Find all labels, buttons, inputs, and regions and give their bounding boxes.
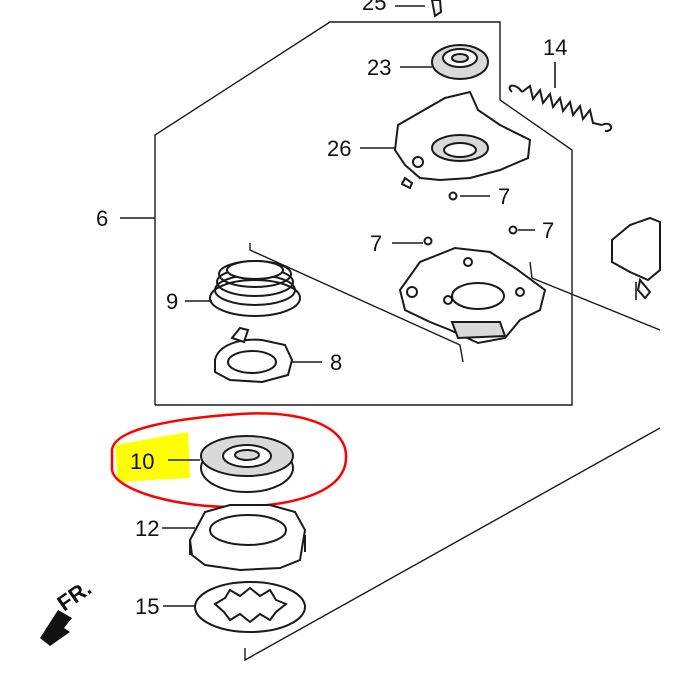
assembly-bracket-6 <box>154 21 573 406</box>
lower-bracket <box>244 427 661 662</box>
part-8-clip <box>214 326 294 384</box>
part-6-plate <box>398 246 547 345</box>
pin-7b <box>423 236 433 246</box>
part-25 <box>430 0 443 18</box>
right-edge-part <box>611 216 661 300</box>
part-10-seal <box>200 435 294 493</box>
pin-7a <box>448 191 458 201</box>
label-7a: 7 <box>498 184 510 209</box>
label-7c: 7 <box>542 218 554 243</box>
highlight-circle <box>110 412 348 509</box>
right-bracket <box>529 261 661 331</box>
label-23: 23 <box>367 55 391 80</box>
label-8: 8 <box>330 350 342 375</box>
label-25: 25 <box>362 0 386 15</box>
label-7b: 7 <box>370 231 382 256</box>
part-26-plate <box>393 90 532 190</box>
fr-label: FR. <box>53 575 96 616</box>
label-12: 12 <box>135 516 159 541</box>
part-15-washer <box>194 581 306 633</box>
part-23-bearing <box>431 44 489 80</box>
label-14: 14 <box>543 35 567 60</box>
label-9: 9 <box>166 289 178 314</box>
label-6: 6 <box>96 206 108 231</box>
part-14-spring <box>508 84 613 133</box>
highlight-marker <box>115 432 190 482</box>
part-9-spring <box>209 260 301 317</box>
front-direction-icon: FR. <box>40 575 96 646</box>
assembly-divider <box>249 243 464 363</box>
part-12-nut <box>188 504 307 572</box>
label-10: 10 <box>130 449 154 474</box>
label-26: 26 <box>327 136 351 161</box>
label-15: 15 <box>135 594 159 619</box>
pin-7c <box>508 225 518 235</box>
